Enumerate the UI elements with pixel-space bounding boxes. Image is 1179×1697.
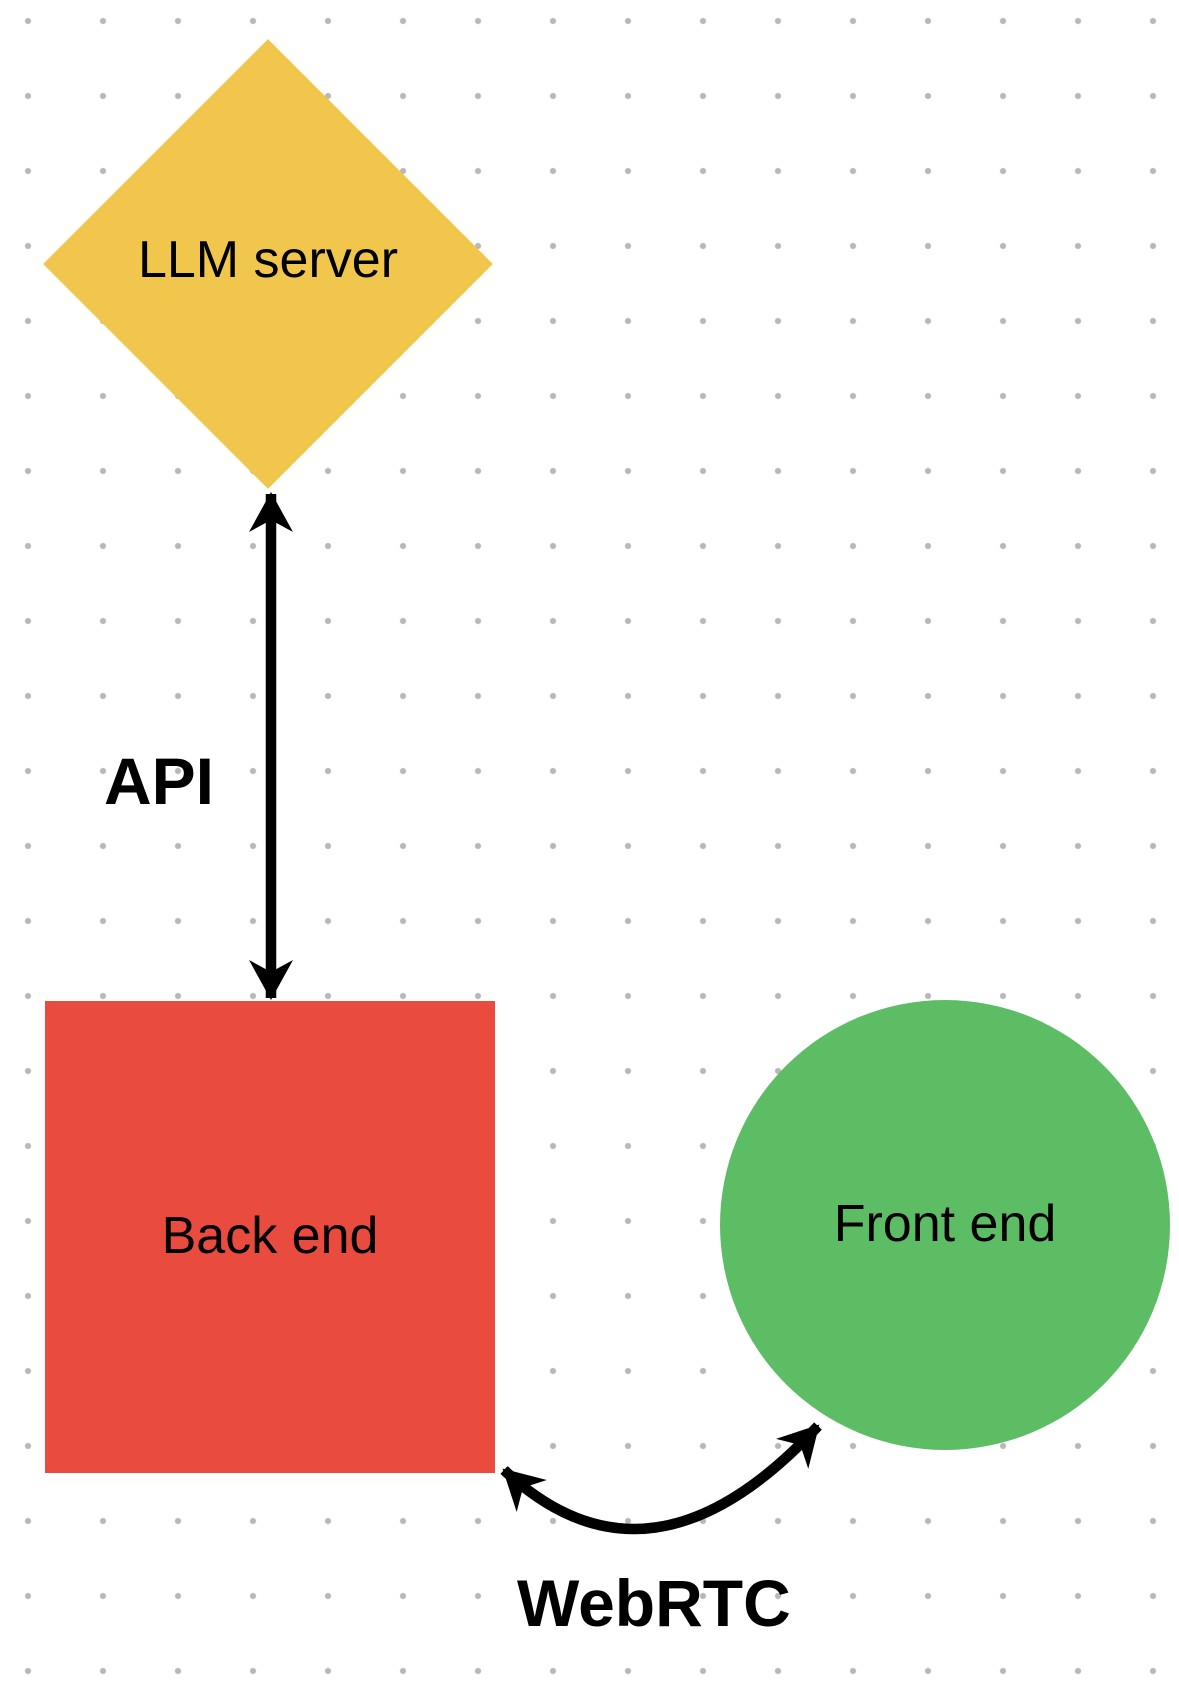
node-front-end[interactable]: Front end bbox=[720, 1000, 1170, 1450]
node-llm-server-label: LLM server bbox=[137, 231, 399, 289]
node-back-end-label: Back end bbox=[161, 1207, 379, 1266]
edge-webrtc-label: WebRTC bbox=[517, 1566, 791, 1640]
node-front-end-label: Front end bbox=[833, 1195, 1057, 1254]
edge-api-label: API bbox=[104, 744, 215, 818]
edge-webrtc-arrow[interactable] bbox=[500, 1422, 822, 1535]
node-back-end[interactable]: Back end bbox=[45, 1001, 495, 1473]
